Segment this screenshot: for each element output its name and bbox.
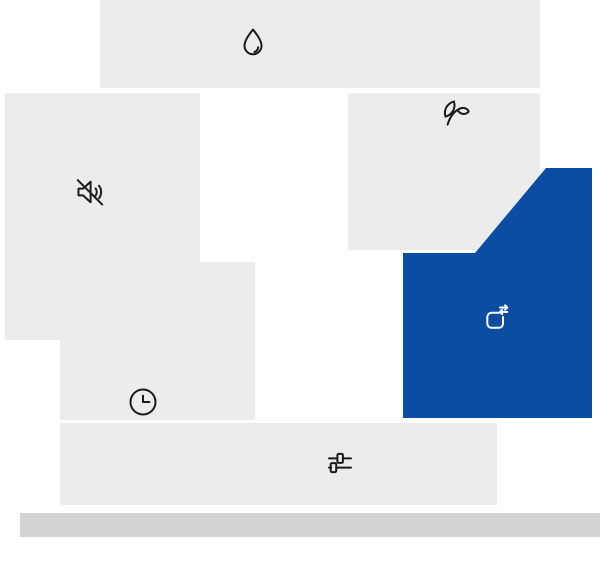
tile-water[interactable] [100,0,540,88]
tile-eco[interactable] [348,93,540,250]
sliders-icon [322,445,358,481]
clock-icon [125,384,161,420]
device-sync-icon [477,302,513,338]
eco-leaves-icon [437,95,473,131]
tile-clock[interactable] [60,262,255,420]
tile-settings[interactable] [60,423,497,505]
speaker-muted-icon [72,174,108,210]
bottom-bar[interactable] [20,513,600,537]
water-drop-icon [235,24,271,60]
